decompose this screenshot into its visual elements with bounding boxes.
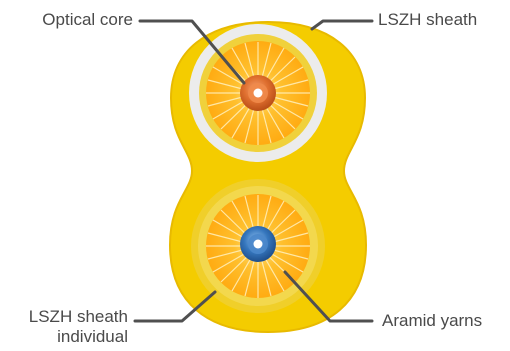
label-lszh-sheath-individual-line1: LSZH sheath — [10, 307, 128, 327]
label-aramid-yarns: Aramid yarns — [382, 311, 502, 331]
optical-core-top — [240, 75, 276, 111]
label-optical-core: Optical core — [18, 10, 133, 30]
label-lszh-sheath: LSZH sheath — [378, 10, 498, 30]
optical-core-bottom — [240, 226, 276, 262]
label-lszh-sheath-individual-line2: individual — [10, 327, 128, 347]
label-lszh-sheath-individual: LSZH sheath individual — [10, 307, 128, 347]
leader-line-lszh-sheath — [312, 21, 372, 29]
